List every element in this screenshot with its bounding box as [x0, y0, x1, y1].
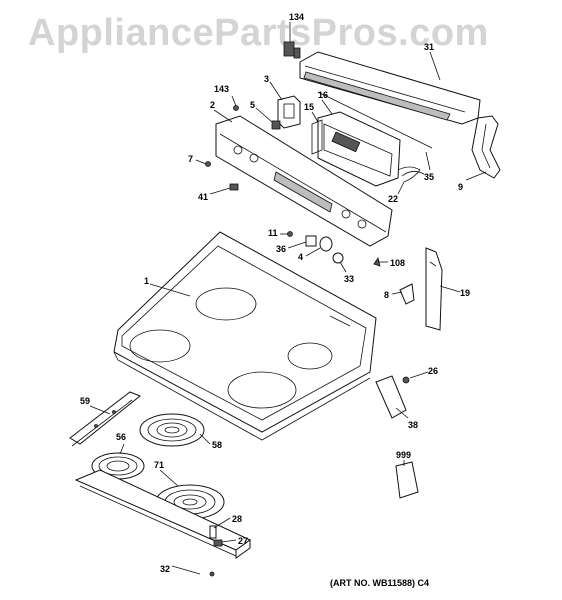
backsplash-2: [215, 115, 393, 247]
part-7: [205, 161, 211, 167]
callout-59: 59: [80, 396, 90, 406]
top-trim: [299, 51, 481, 125]
terminal-28: [209, 525, 217, 539]
clip-8: [399, 283, 415, 305]
callout-28: 28: [232, 514, 242, 524]
cooktop-1: [113, 231, 377, 441]
bracket-19: [425, 247, 443, 331]
control-board: [311, 111, 401, 187]
art-number: (ART NO. WB11588) C4: [330, 578, 430, 588]
callout-26: 26: [428, 366, 438, 376]
callout-58: 58: [212, 440, 222, 450]
callout-16: 16: [318, 90, 328, 100]
channel-59: [69, 391, 141, 447]
callout-108: 108: [390, 258, 405, 268]
surface-unit-58: [139, 413, 205, 447]
part-36: [305, 235, 317, 247]
callout-15: 15: [304, 102, 314, 112]
callout-71: 71: [154, 460, 164, 470]
callout-22: 22: [388, 194, 398, 204]
callout-19: 19: [460, 288, 470, 298]
callout-32: 32: [160, 564, 170, 574]
knob-4: [319, 236, 333, 252]
screw-143: [233, 105, 239, 111]
end-cap-9: [471, 115, 501, 179]
callout-999: 999: [396, 450, 411, 460]
watermark: AppliancePartsPros.com: [28, 12, 489, 54]
wire-harness-22: [397, 166, 425, 183]
part-26: [402, 376, 410, 384]
label-999: [395, 461, 419, 499]
clip-5: [271, 120, 281, 130]
callout-31: 31: [424, 42, 434, 52]
part-33: [332, 252, 344, 264]
callout-9: 9: [458, 182, 463, 192]
rod-35: [317, 91, 433, 149]
callout-143: 143: [214, 84, 229, 94]
callout-2: 2: [210, 100, 215, 110]
bracket-32: [74, 469, 251, 577]
callout-11: 11: [268, 228, 278, 238]
callout-1: 1: [144, 276, 149, 286]
callout-4: 4: [298, 252, 303, 262]
callout-38: 38: [408, 420, 418, 430]
callout-134: 134: [289, 12, 304, 22]
part-41: [229, 183, 239, 191]
callout-27: 27: [238, 536, 248, 546]
part-11: [287, 231, 293, 237]
callout-8: 8: [384, 290, 389, 300]
part-38: [375, 375, 407, 419]
callout-36: 36: [276, 244, 286, 254]
leader-lines: [89, 22, 487, 575]
bracket-134: [283, 41, 301, 59]
callout-33: 33: [344, 274, 354, 284]
switch-3: [277, 95, 301, 129]
callout-3: 3: [264, 74, 269, 84]
callout-5: 5: [250, 100, 255, 110]
callout-7: 7: [188, 154, 193, 164]
callout-35: 35: [424, 172, 434, 182]
callout-56: 56: [116, 432, 126, 442]
part-27: [213, 539, 223, 547]
callout-41: 41: [198, 192, 208, 202]
